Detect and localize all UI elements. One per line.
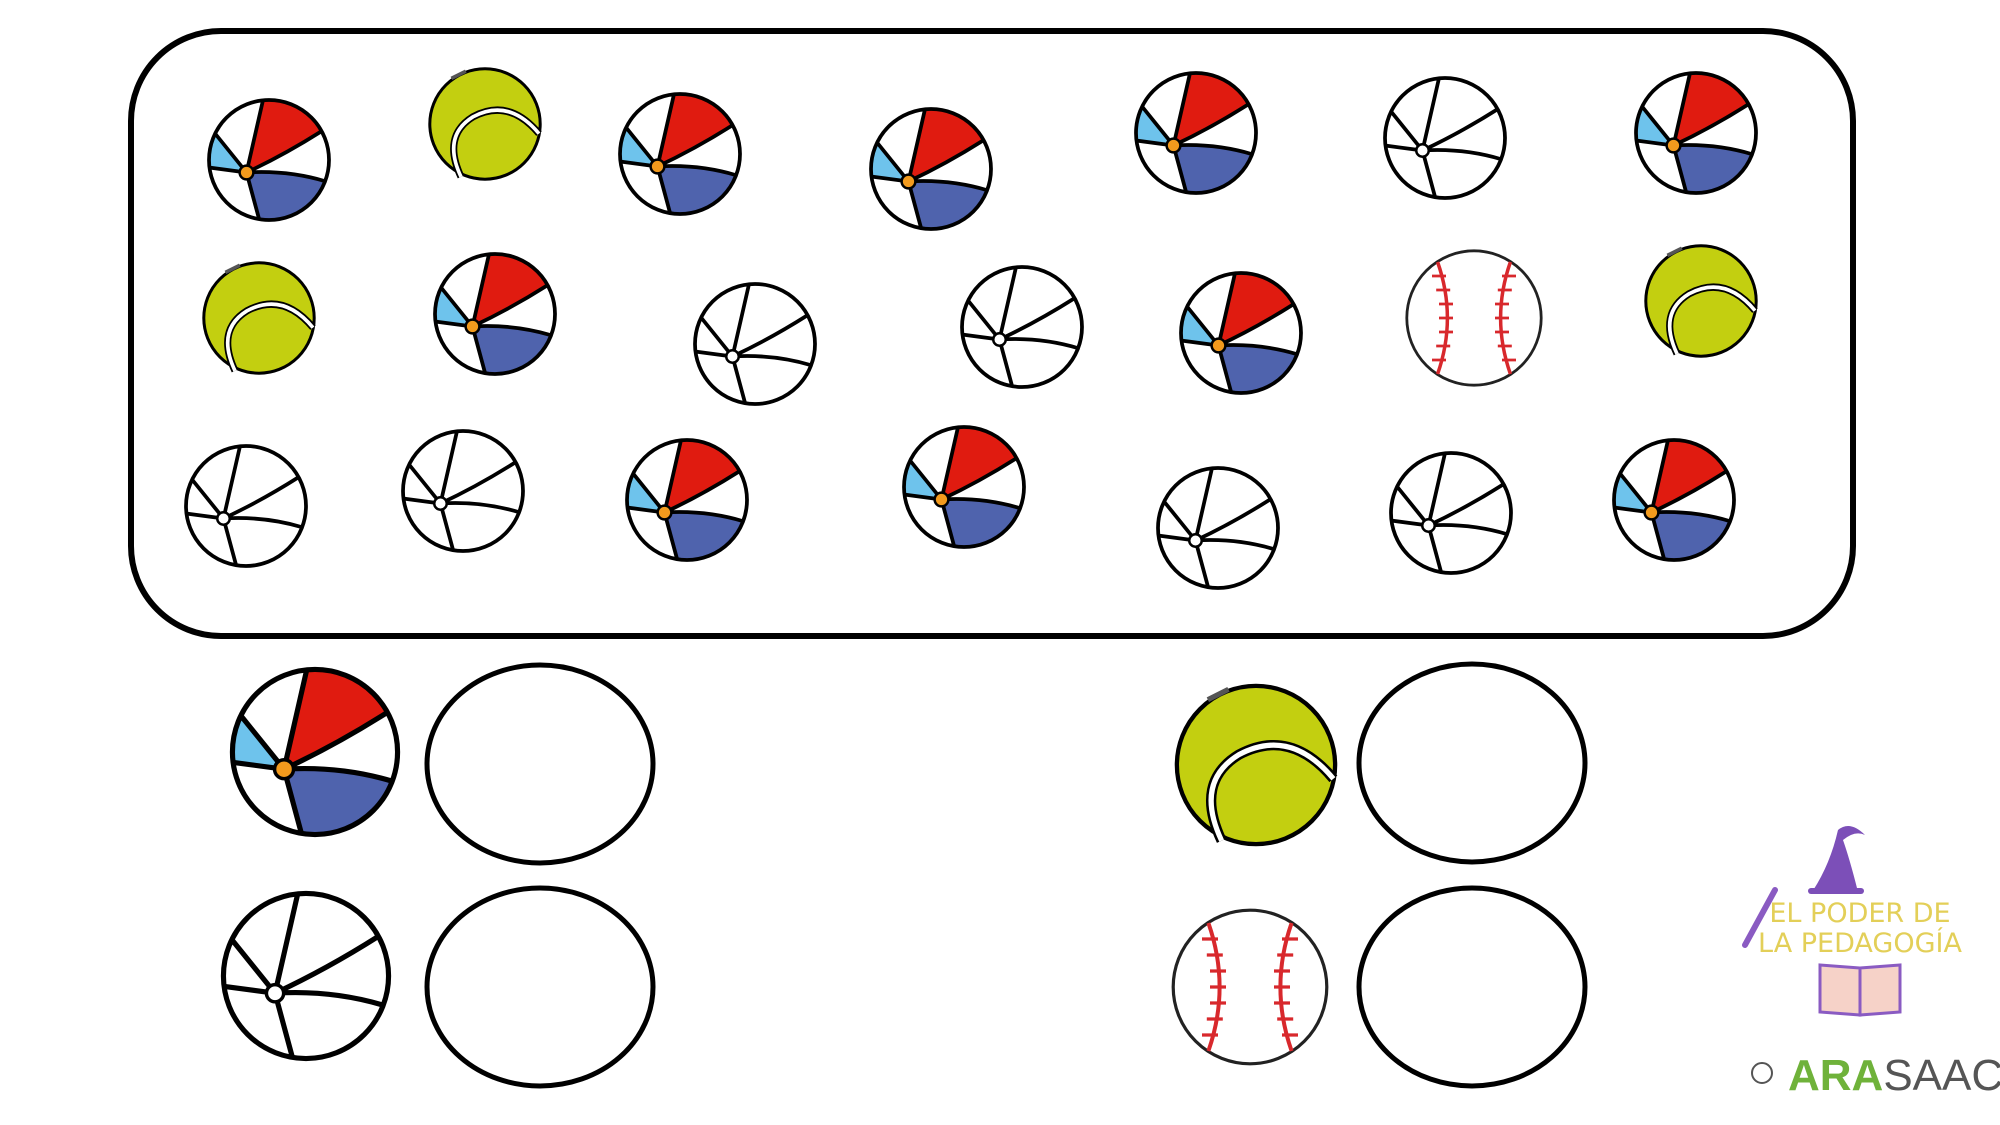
tennis-ball (430, 69, 540, 179)
arasaac-mascot-icon (1751, 1062, 1773, 1084)
beach-ball-white (960, 265, 1084, 389)
beach-ball-colored (1633, 71, 1758, 195)
beach-ball-colored (206, 98, 331, 222)
beach-ball-white (1156, 466, 1280, 590)
beach-ball-white (401, 429, 525, 553)
tennis-ball (204, 263, 314, 373)
baseball (1405, 249, 1543, 387)
legend-tennis-ball (1177, 686, 1335, 844)
beach-ball-colored (1611, 438, 1736, 562)
legend-beach-ball-white (223, 893, 388, 1058)
beach-ball-colored (432, 252, 557, 376)
balls-frame (128, 28, 1856, 639)
answer-oval-white-beach-ball[interactable] (424, 885, 656, 1089)
beach-ball-white (1389, 451, 1513, 575)
magic-wand-icon (1742, 887, 1778, 948)
legend-baseball (1173, 910, 1327, 1064)
logo-line-2: LA PEDAGOGÍA (1758, 927, 1962, 959)
beach-ball-colored (624, 438, 749, 562)
beach-ball-white (693, 282, 817, 406)
svg-text:ARASAAC: ARASAAC (1788, 1051, 2000, 1100)
tennis-ball (1646, 246, 1756, 356)
beach-ball-white (184, 444, 308, 568)
answer-oval-baseball[interactable] (1356, 885, 1588, 1089)
arasaac-green: ARA (1788, 1051, 1883, 1100)
el-poder-de-la-pedagogia-logo: EL PODER DE LA PEDAGOGÍA (1742, 826, 1962, 1017)
wizard-hat-icon (1812, 826, 1865, 892)
beach-ball-colored (901, 425, 1026, 549)
beach-ball-colored (617, 92, 742, 216)
beach-ball-colored (1133, 71, 1258, 195)
beach-ball-colored (1178, 271, 1303, 395)
logo-line-1: EL PODER DE (1769, 898, 1950, 929)
legend-beach-ball-colored (232, 669, 398, 834)
arasaac-gray: SAAC (1883, 1051, 2000, 1100)
answer-oval-tennis-ball[interactable] (1356, 661, 1588, 865)
answer-oval-colored-beach-ball[interactable] (424, 662, 656, 866)
open-book-icon (1818, 963, 1902, 1017)
beach-ball-colored (868, 107, 993, 231)
arasaac-logo: ARASAAC (1751, 1051, 2000, 1100)
beach-ball-white (1383, 76, 1507, 200)
